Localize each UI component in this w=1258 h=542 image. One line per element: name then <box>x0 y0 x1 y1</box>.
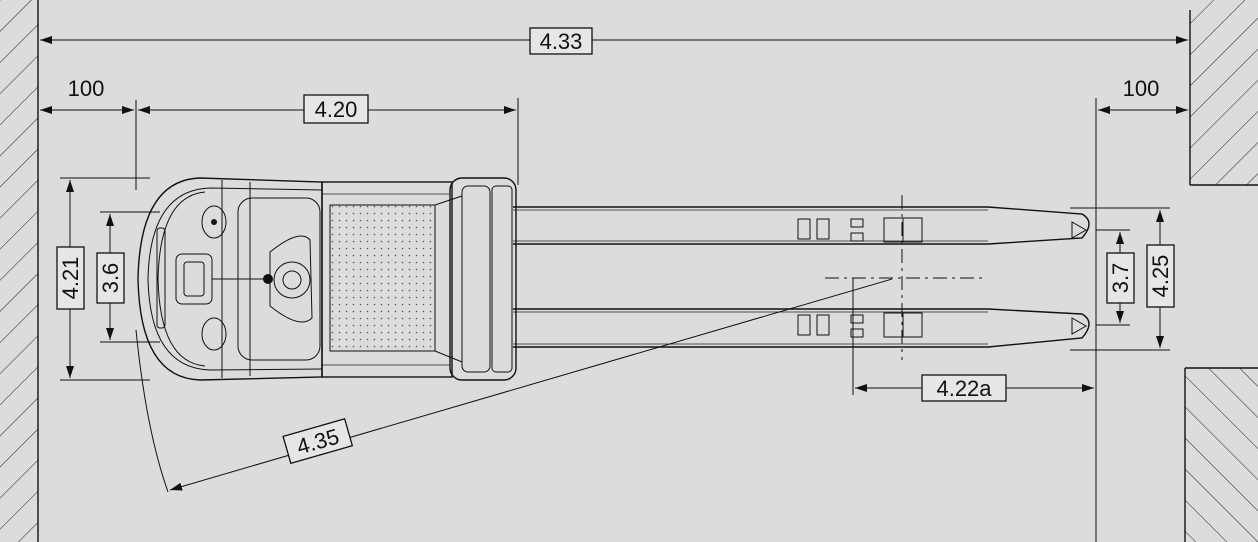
dim-label-100-left: 100 <box>62 74 112 101</box>
fork-carriage <box>449 177 517 381</box>
right-wall-upper <box>1189 0 1258 186</box>
svg-text:4.35: 4.35 <box>294 424 342 460</box>
svg-text:100: 100 <box>68 76 105 101</box>
platform <box>321 181 463 378</box>
dim-label-4-21: 4.21 <box>56 246 85 310</box>
dim-label-3-6: 3.6 <box>96 252 125 304</box>
chassis <box>137 177 323 381</box>
pallet-truck <box>137 177 1090 381</box>
dim-label-4-35: 4.35 <box>282 417 354 465</box>
fork-lower <box>513 308 1090 348</box>
svg-text:4.25: 4.25 <box>1148 255 1173 298</box>
svg-text:4.20: 4.20 <box>315 97 358 122</box>
svg-text:4.22a: 4.22a <box>936 376 992 401</box>
svg-text:100: 100 <box>1123 76 1160 101</box>
dimension-lines <box>40 36 1188 392</box>
dim-label-4-25: 4.25 <box>1146 244 1175 308</box>
dim-label-3-7: 3.7 <box>1106 252 1135 304</box>
svg-text:4.21: 4.21 <box>58 257 83 300</box>
right-wall-lower <box>1184 367 1258 542</box>
dim-label-4-20: 4.20 <box>303 94 369 124</box>
dim-label-4-22a: 4.22a <box>921 374 1007 402</box>
svg-text:3.6: 3.6 <box>98 263 123 294</box>
svg-text:3.7: 3.7 <box>1108 263 1133 294</box>
fork-upper <box>513 206 1090 245</box>
extension-lines <box>60 98 1170 542</box>
turning-radius <box>135 278 893 493</box>
dim-label-4-33: 4.33 <box>529 27 593 55</box>
svg-text:4.33: 4.33 <box>540 29 583 54</box>
left-wall <box>0 0 39 542</box>
dim-label-100-right: 100 <box>1116 74 1166 101</box>
